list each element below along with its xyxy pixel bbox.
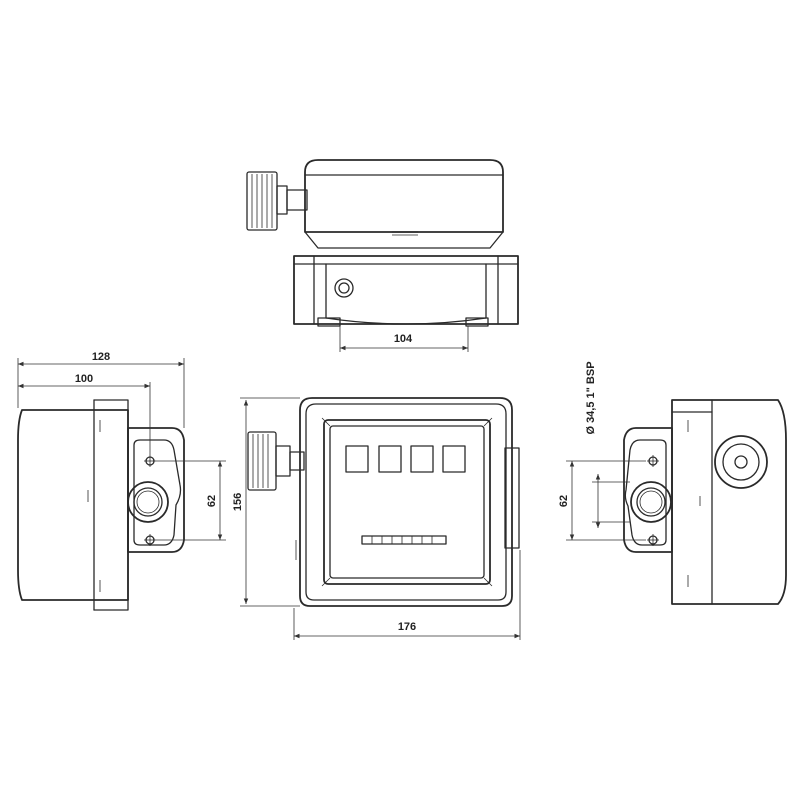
dimension-156: 156 — [232, 397, 300, 607]
dimension-104: 104 — [339, 326, 469, 352]
front-view-knob — [247, 431, 305, 491]
dimension-100-label: 100 — [75, 373, 93, 385]
dimension-thread-spec: Ø 34,5 1" BSP — [585, 361, 630, 528]
dimension-62-left-label: 62 — [206, 495, 218, 507]
dimension-128: 128 — [17, 351, 185, 428]
dimension-176-label: 176 — [398, 621, 416, 633]
dimension-104-label: 104 — [394, 333, 413, 345]
dimension-128-label: 128 — [92, 351, 110, 363]
dimension-62-right-label: 62 — [558, 495, 570, 507]
dimension-62-left: 62 — [156, 460, 226, 541]
top-view-knob — [246, 171, 308, 231]
dimension-62-right: 62 — [558, 460, 646, 541]
dimension-176: 176 — [293, 550, 521, 640]
dimension-100: 100 — [18, 373, 151, 455]
front-view — [247, 397, 520, 607]
right-side-view — [623, 399, 787, 605]
dimension-156-label: 156 — [232, 493, 244, 511]
thread-spec-label: Ø 34,5 1" BSP — [585, 361, 597, 434]
left-side-view — [17, 399, 185, 611]
top-view — [246, 159, 519, 327]
